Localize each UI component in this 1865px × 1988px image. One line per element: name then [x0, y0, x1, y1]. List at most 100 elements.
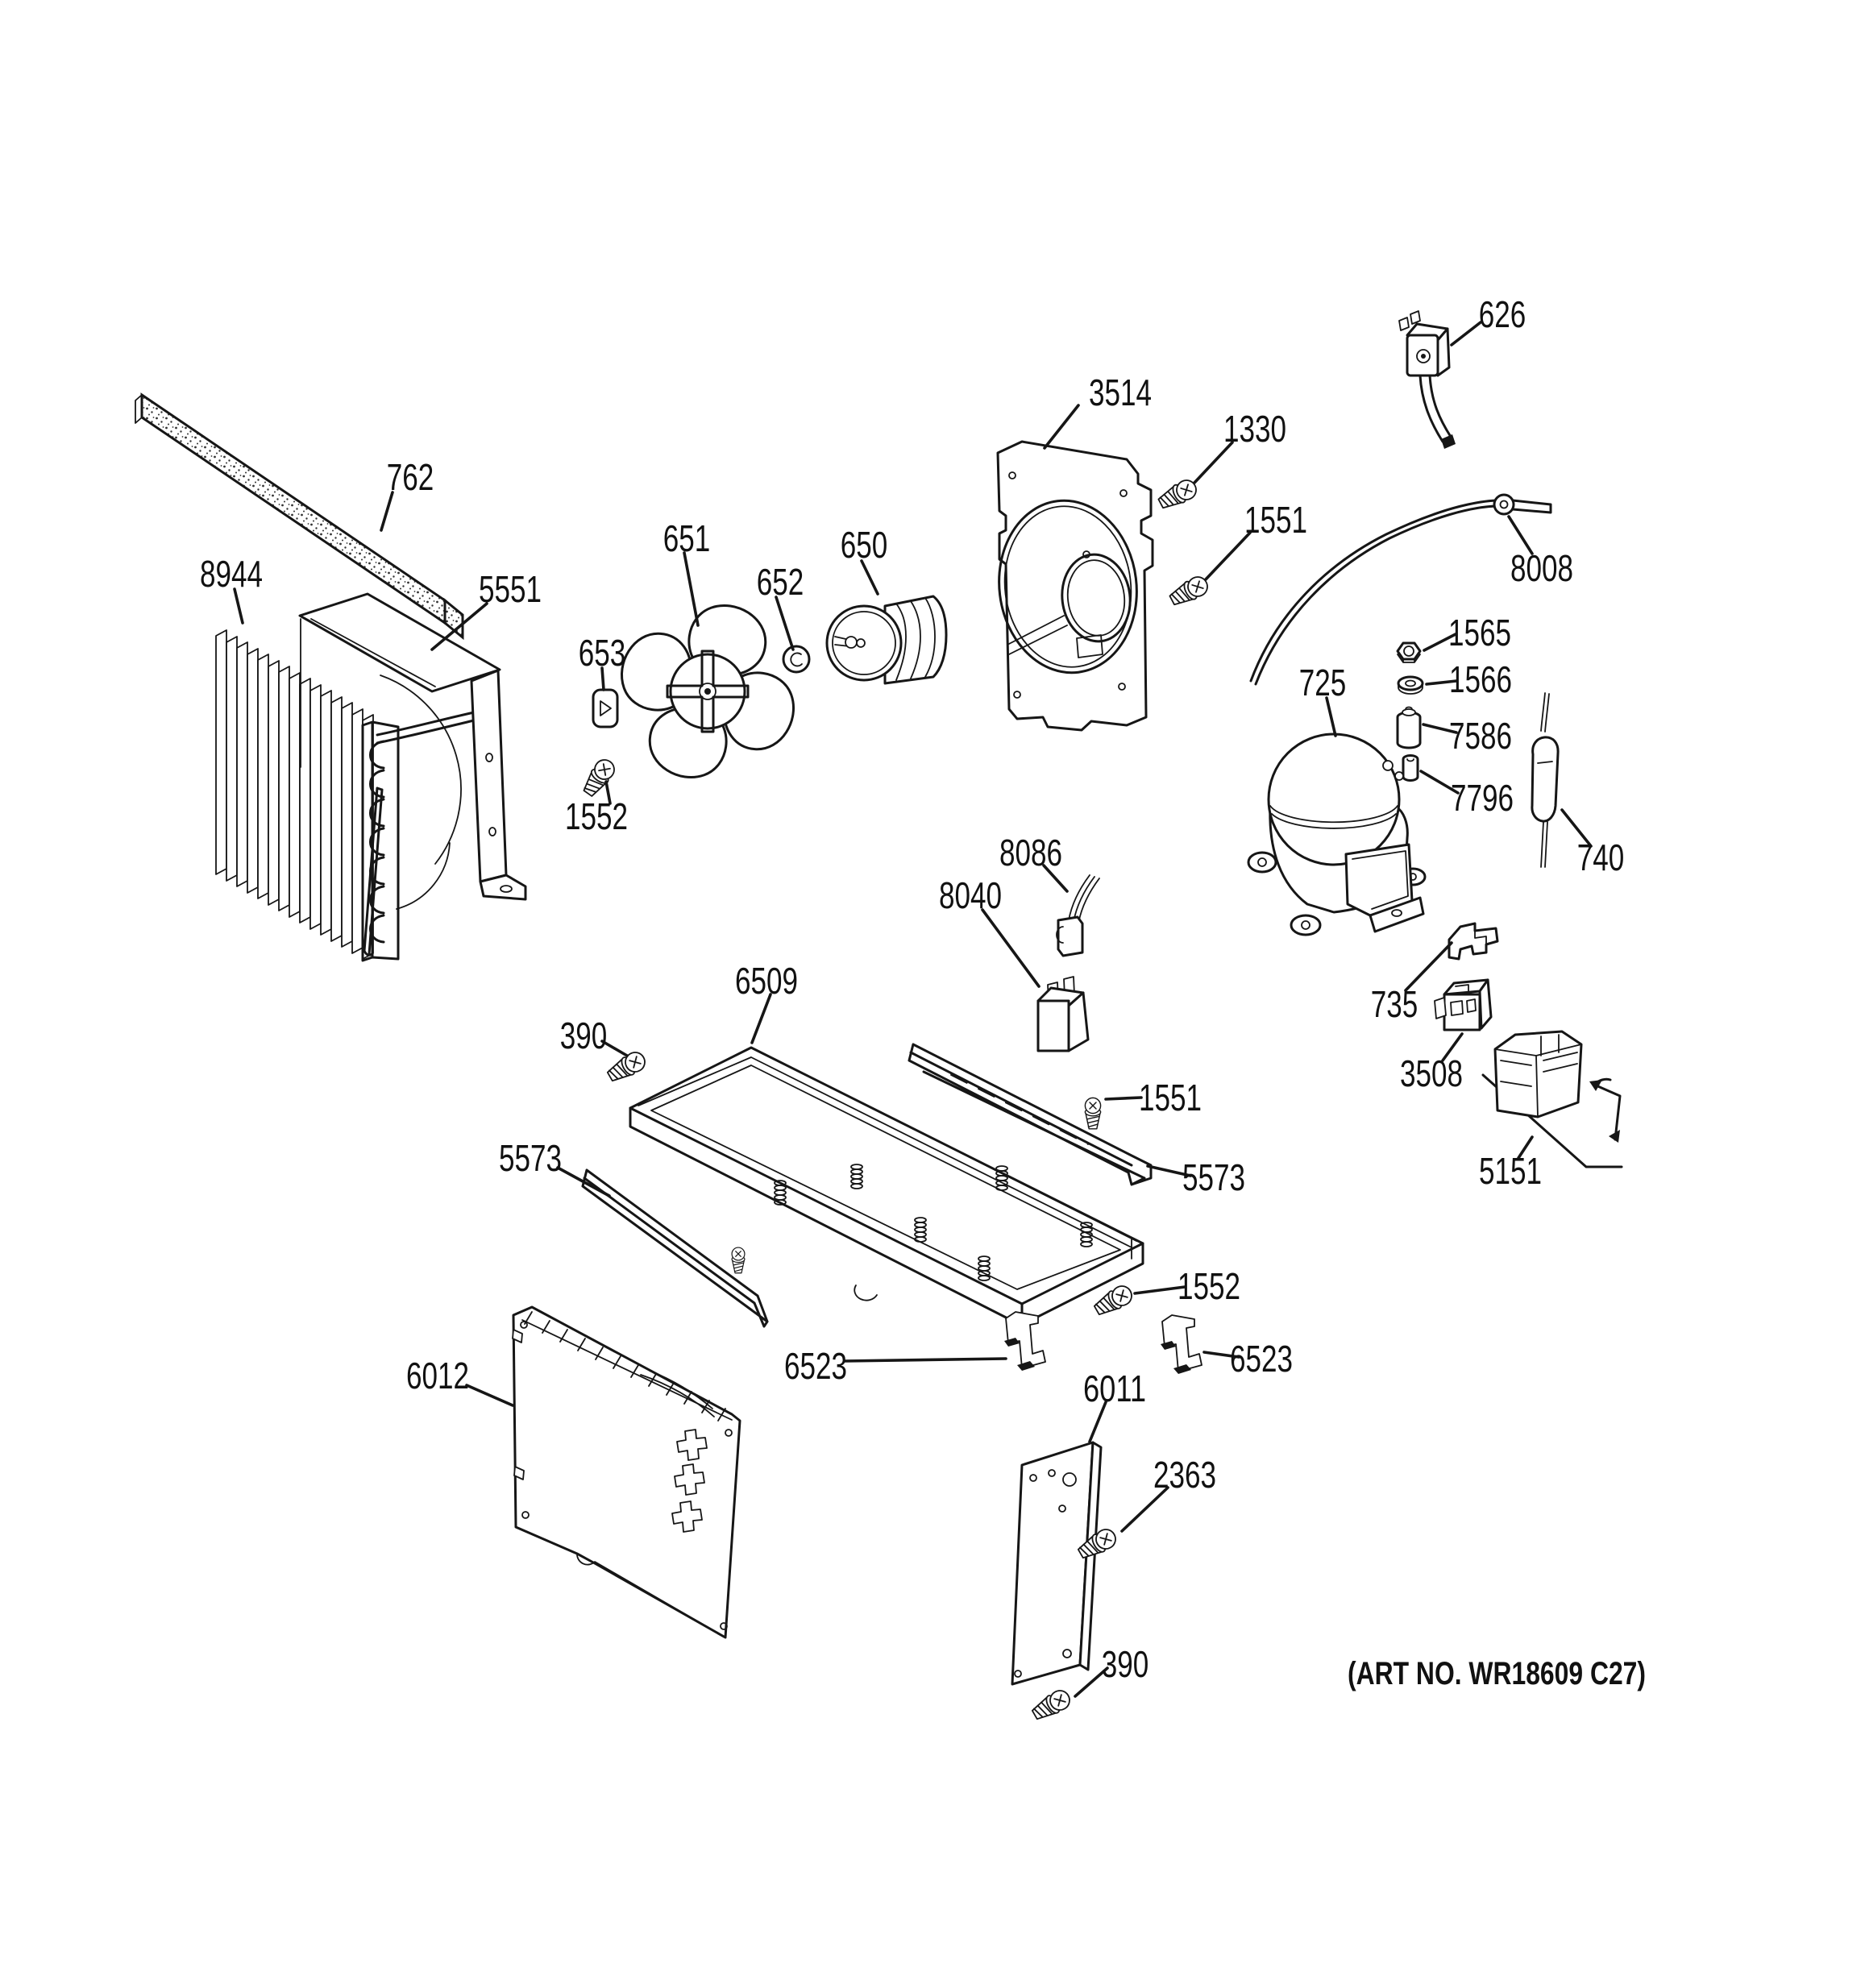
callout-7586: 7586 — [1449, 715, 1512, 757]
part-nut-1565 — [1396, 641, 1422, 663]
part-screw-1551-mid — [1084, 1097, 1102, 1130]
callout-1552-mid: 1552 — [1178, 1265, 1240, 1307]
part-capillary-tube-8008 — [1249, 493, 1552, 686]
part-connector-8040 — [1036, 976, 1090, 1052]
leader-735 — [1404, 941, 1453, 992]
leader-5573-right — [1146, 1164, 1192, 1177]
leader-3508 — [1441, 1032, 1464, 1062]
part-grommet-653 — [592, 688, 619, 728]
callout-8944: 8944 — [200, 553, 263, 595]
leader-626 — [1450, 321, 1482, 347]
leader-1565 — [1423, 633, 1457, 652]
part-fan-motor-650 — [825, 595, 948, 685]
callout-1330: 1330 — [1223, 408, 1286, 450]
leader-5573-left — [556, 1166, 611, 1197]
leader-6011 — [1088, 1401, 1107, 1443]
leader-1566 — [1425, 679, 1458, 686]
leader-390-top — [600, 1040, 629, 1057]
leader-6012 — [465, 1384, 514, 1407]
part-unit-pan-6509 — [629, 1046, 1144, 1326]
part-fan-shroud-3514 — [996, 440, 1154, 732]
callout-735: 735 — [1371, 983, 1418, 1025]
leader-6523-right — [1202, 1351, 1240, 1359]
callout-6523-left: 6523 — [784, 1345, 847, 1387]
part-screw-390-bottom — [1028, 1686, 1074, 1724]
leader-650 — [860, 559, 879, 596]
leader-1552-left — [604, 780, 612, 805]
leader-725 — [1325, 696, 1337, 737]
callout-650: 650 — [841, 524, 888, 566]
callout-1551-top: 1551 — [1244, 499, 1307, 541]
callout-652: 652 — [757, 561, 804, 603]
callout-8040: 8040 — [939, 874, 1002, 916]
leader-lines — [233, 321, 1593, 1698]
leader-1330 — [1193, 441, 1234, 484]
part-fan-blade-651 — [611, 595, 804, 788]
callout-762: 762 — [387, 456, 434, 498]
part-insulation-strip-762 — [135, 392, 464, 641]
part-bracket-6523-right — [1160, 1314, 1202, 1375]
part-washer-1566 — [1397, 675, 1424, 695]
callout-3508: 3508 — [1400, 1052, 1463, 1094]
leader-7586 — [1422, 723, 1458, 734]
part-relay-3508 — [1434, 978, 1493, 1031]
leader-740 — [1560, 808, 1593, 848]
callout-3514: 3514 — [1089, 371, 1152, 413]
callout-626: 626 — [1479, 293, 1526, 335]
callout-5151: 5151 — [1479, 1150, 1542, 1192]
callout-725: 725 — [1299, 662, 1347, 703]
callout-6011: 6011 — [1083, 1368, 1146, 1409]
callout-2363: 2363 — [1153, 1454, 1216, 1496]
part-wire-strap-8086 — [1056, 874, 1100, 957]
callout-651: 651 — [663, 517, 711, 559]
callout-6509: 6509 — [735, 960, 798, 1002]
callout-390-top: 390 — [560, 1015, 608, 1056]
part-washer-652 — [782, 645, 811, 674]
callout-labels: 762 8944 5551 651 652 653 650 3514 1330 … — [200, 293, 1624, 1685]
leader-1552-mid — [1133, 1285, 1186, 1295]
leader-651 — [683, 551, 700, 627]
leader-8040 — [981, 908, 1040, 988]
part-access-cover-6011 — [1011, 1441, 1103, 1686]
callout-8008: 8008 — [1510, 547, 1573, 589]
part-screw-1552-left — [579, 755, 619, 800]
callout-740: 740 — [1577, 836, 1625, 878]
part-bracket-5551 — [298, 592, 527, 910]
callout-8086: 8086 — [999, 832, 1062, 874]
leader-8086 — [1042, 864, 1069, 893]
part-drier-740 — [1531, 692, 1560, 868]
part-condenser-8944 — [215, 629, 476, 962]
part-screw-1330 — [1155, 475, 1201, 513]
part-capacitor-5151 — [1481, 1030, 1623, 1168]
part-side-panel-6012 — [512, 1305, 741, 1639]
part-screw-1551-top — [1166, 572, 1212, 610]
leader-7796 — [1419, 770, 1460, 795]
leader-6509 — [750, 993, 772, 1044]
callout-1551-mid: 1551 — [1139, 1077, 1202, 1119]
callout-6012: 6012 — [406, 1355, 469, 1397]
callout-5573-left: 5573 — [499, 1137, 562, 1179]
part-sleeve-7586 — [1396, 706, 1422, 749]
callout-1566: 1566 — [1449, 658, 1512, 700]
part-switch-626 — [1398, 310, 1456, 449]
leader-8944 — [233, 587, 244, 625]
leader-3514 — [1043, 404, 1080, 450]
leader-5151 — [1517, 1135, 1534, 1160]
callout-390-bottom: 390 — [1102, 1643, 1149, 1685]
callout-1565: 1565 — [1448, 612, 1511, 654]
part-bushing-7796 — [1402, 754, 1419, 782]
leader-652 — [775, 596, 795, 651]
leader-8008 — [1507, 515, 1534, 555]
part-compressor-725 — [1247, 733, 1427, 936]
callout-5551: 5551 — [479, 568, 542, 610]
art-number: (ART NO. WR18609 C27) — [1348, 1656, 1646, 1691]
part-bracket-6523-left — [1003, 1311, 1046, 1372]
leader-6523-left — [843, 1357, 1007, 1363]
leader-653 — [600, 666, 605, 691]
callout-6523-right: 6523 — [1230, 1338, 1293, 1380]
leader-5551 — [430, 602, 488, 651]
part-overload-clip-735 — [1448, 922, 1499, 961]
leader-762 — [380, 491, 394, 532]
